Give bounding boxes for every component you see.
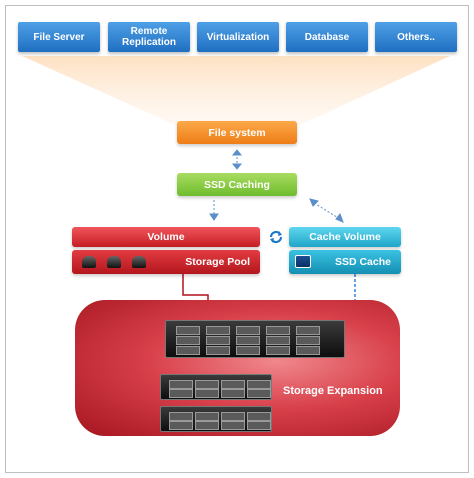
expansion-enclosure-icon [160,406,272,432]
volume-box: Volume [72,227,260,247]
hard-disk-icon [132,256,146,268]
sync-icon [269,230,283,244]
file-system-box: File system [177,121,297,144]
app-button-virtualization: Virtualization [197,22,279,52]
expansion-enclosure-icon [160,374,272,400]
storage-expansion-label: Storage Expansion [283,385,383,397]
ssd-icon [295,255,311,268]
ssd-cache-box: SSD Cache [289,250,401,274]
hard-disk-icon [82,256,96,268]
ssd-caching-box: SSD Caching [177,173,297,196]
storage-pool-box: Storage Pool [72,250,260,274]
ssd-cache-label: SSD Cache [334,256,391,268]
hard-disk-icon [107,256,121,268]
cache-volume-box: Cache Volume [289,227,401,247]
app-button-remote-replication: Remote Replication [108,22,190,52]
app-button-file-server: File Server [18,22,100,52]
nas-server-icon [165,320,345,358]
app-button-others: Others.. [375,22,457,52]
app-button-database: Database [286,22,368,52]
storage-pool-label: Storage Pool [185,256,250,268]
